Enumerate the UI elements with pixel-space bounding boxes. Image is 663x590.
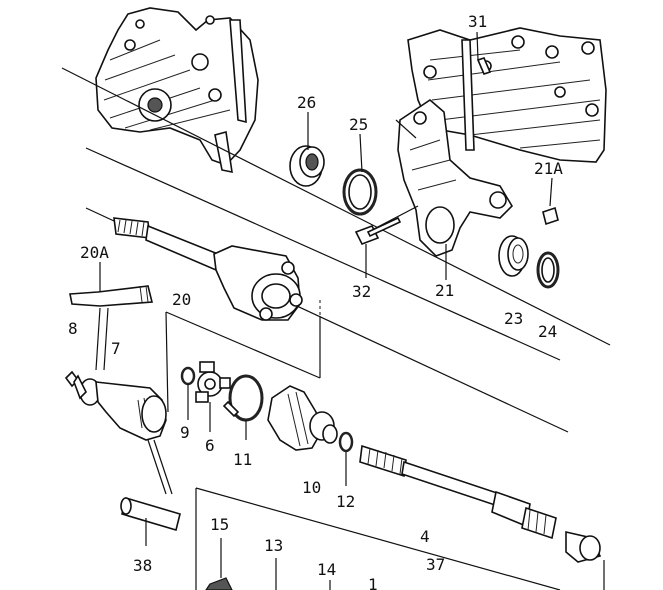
callout-8: 8 — [68, 319, 78, 338]
axis-line-middle — [85, 147, 561, 361]
callout-31: 31 — [468, 12, 487, 31]
bush-21A — [542, 206, 559, 226]
callout-9: 9 — [180, 423, 190, 442]
callout-38: 38 — [133, 556, 152, 575]
gearbox-housing-right — [407, 27, 607, 163]
callout-7: 7 — [111, 339, 121, 358]
part-15-fragment — [205, 577, 233, 590]
callout-4: 4 — [420, 527, 430, 546]
circlip-25 — [342, 168, 378, 216]
callout-20: 20 — [172, 290, 191, 309]
callout-13: 13 — [264, 536, 283, 555]
callout-14: 14 — [317, 560, 336, 579]
callout-21: 21 — [435, 281, 454, 300]
callout-37: 37 — [426, 555, 445, 574]
circlip-24 — [536, 251, 560, 289]
clip-12 — [338, 431, 354, 453]
boot-10 — [267, 385, 338, 451]
sleeve-38 — [120, 496, 181, 532]
callout-11: 11 — [233, 450, 252, 469]
callout-23: 23 — [504, 309, 523, 328]
sleeve-37 — [565, 530, 602, 563]
callout-25: 25 — [349, 115, 368, 134]
callout-24: 24 — [538, 322, 557, 341]
callout-21A: 21A — [534, 159, 563, 178]
callout-12: 12 — [336, 492, 355, 511]
axis-line-upper — [61, 67, 611, 346]
callout-20A: 20A — [80, 243, 109, 262]
gearbox-housing-left — [95, 7, 259, 174]
callout-26: 26 — [297, 93, 316, 112]
callout-6: 6 — [205, 436, 215, 455]
bearing-bracket-21 — [397, 98, 514, 257]
outer-cv-joint — [64, 370, 167, 441]
callout-labels: 31 26 25 21A 20A 20 32 21 23 24 8 7 9 6 … — [68, 12, 563, 590]
callout-15: 15 — [210, 515, 229, 534]
axis-line-lower — [195, 487, 561, 590]
intermediate-shaft-20 — [113, 217, 303, 321]
grease-tube-20A — [69, 285, 154, 307]
bolt-32 — [354, 216, 402, 246]
tripod-spider-6 — [195, 361, 231, 403]
seal-26 — [289, 145, 325, 187]
drive-shaft-4 — [359, 444, 557, 540]
leader-lines — [95, 31, 605, 590]
bearing-23 — [498, 235, 529, 277]
circlip-9 — [180, 366, 196, 386]
callout-1: 1 — [368, 575, 378, 590]
callout-10: 10 — [302, 478, 321, 497]
callout-32: 32 — [352, 282, 371, 301]
